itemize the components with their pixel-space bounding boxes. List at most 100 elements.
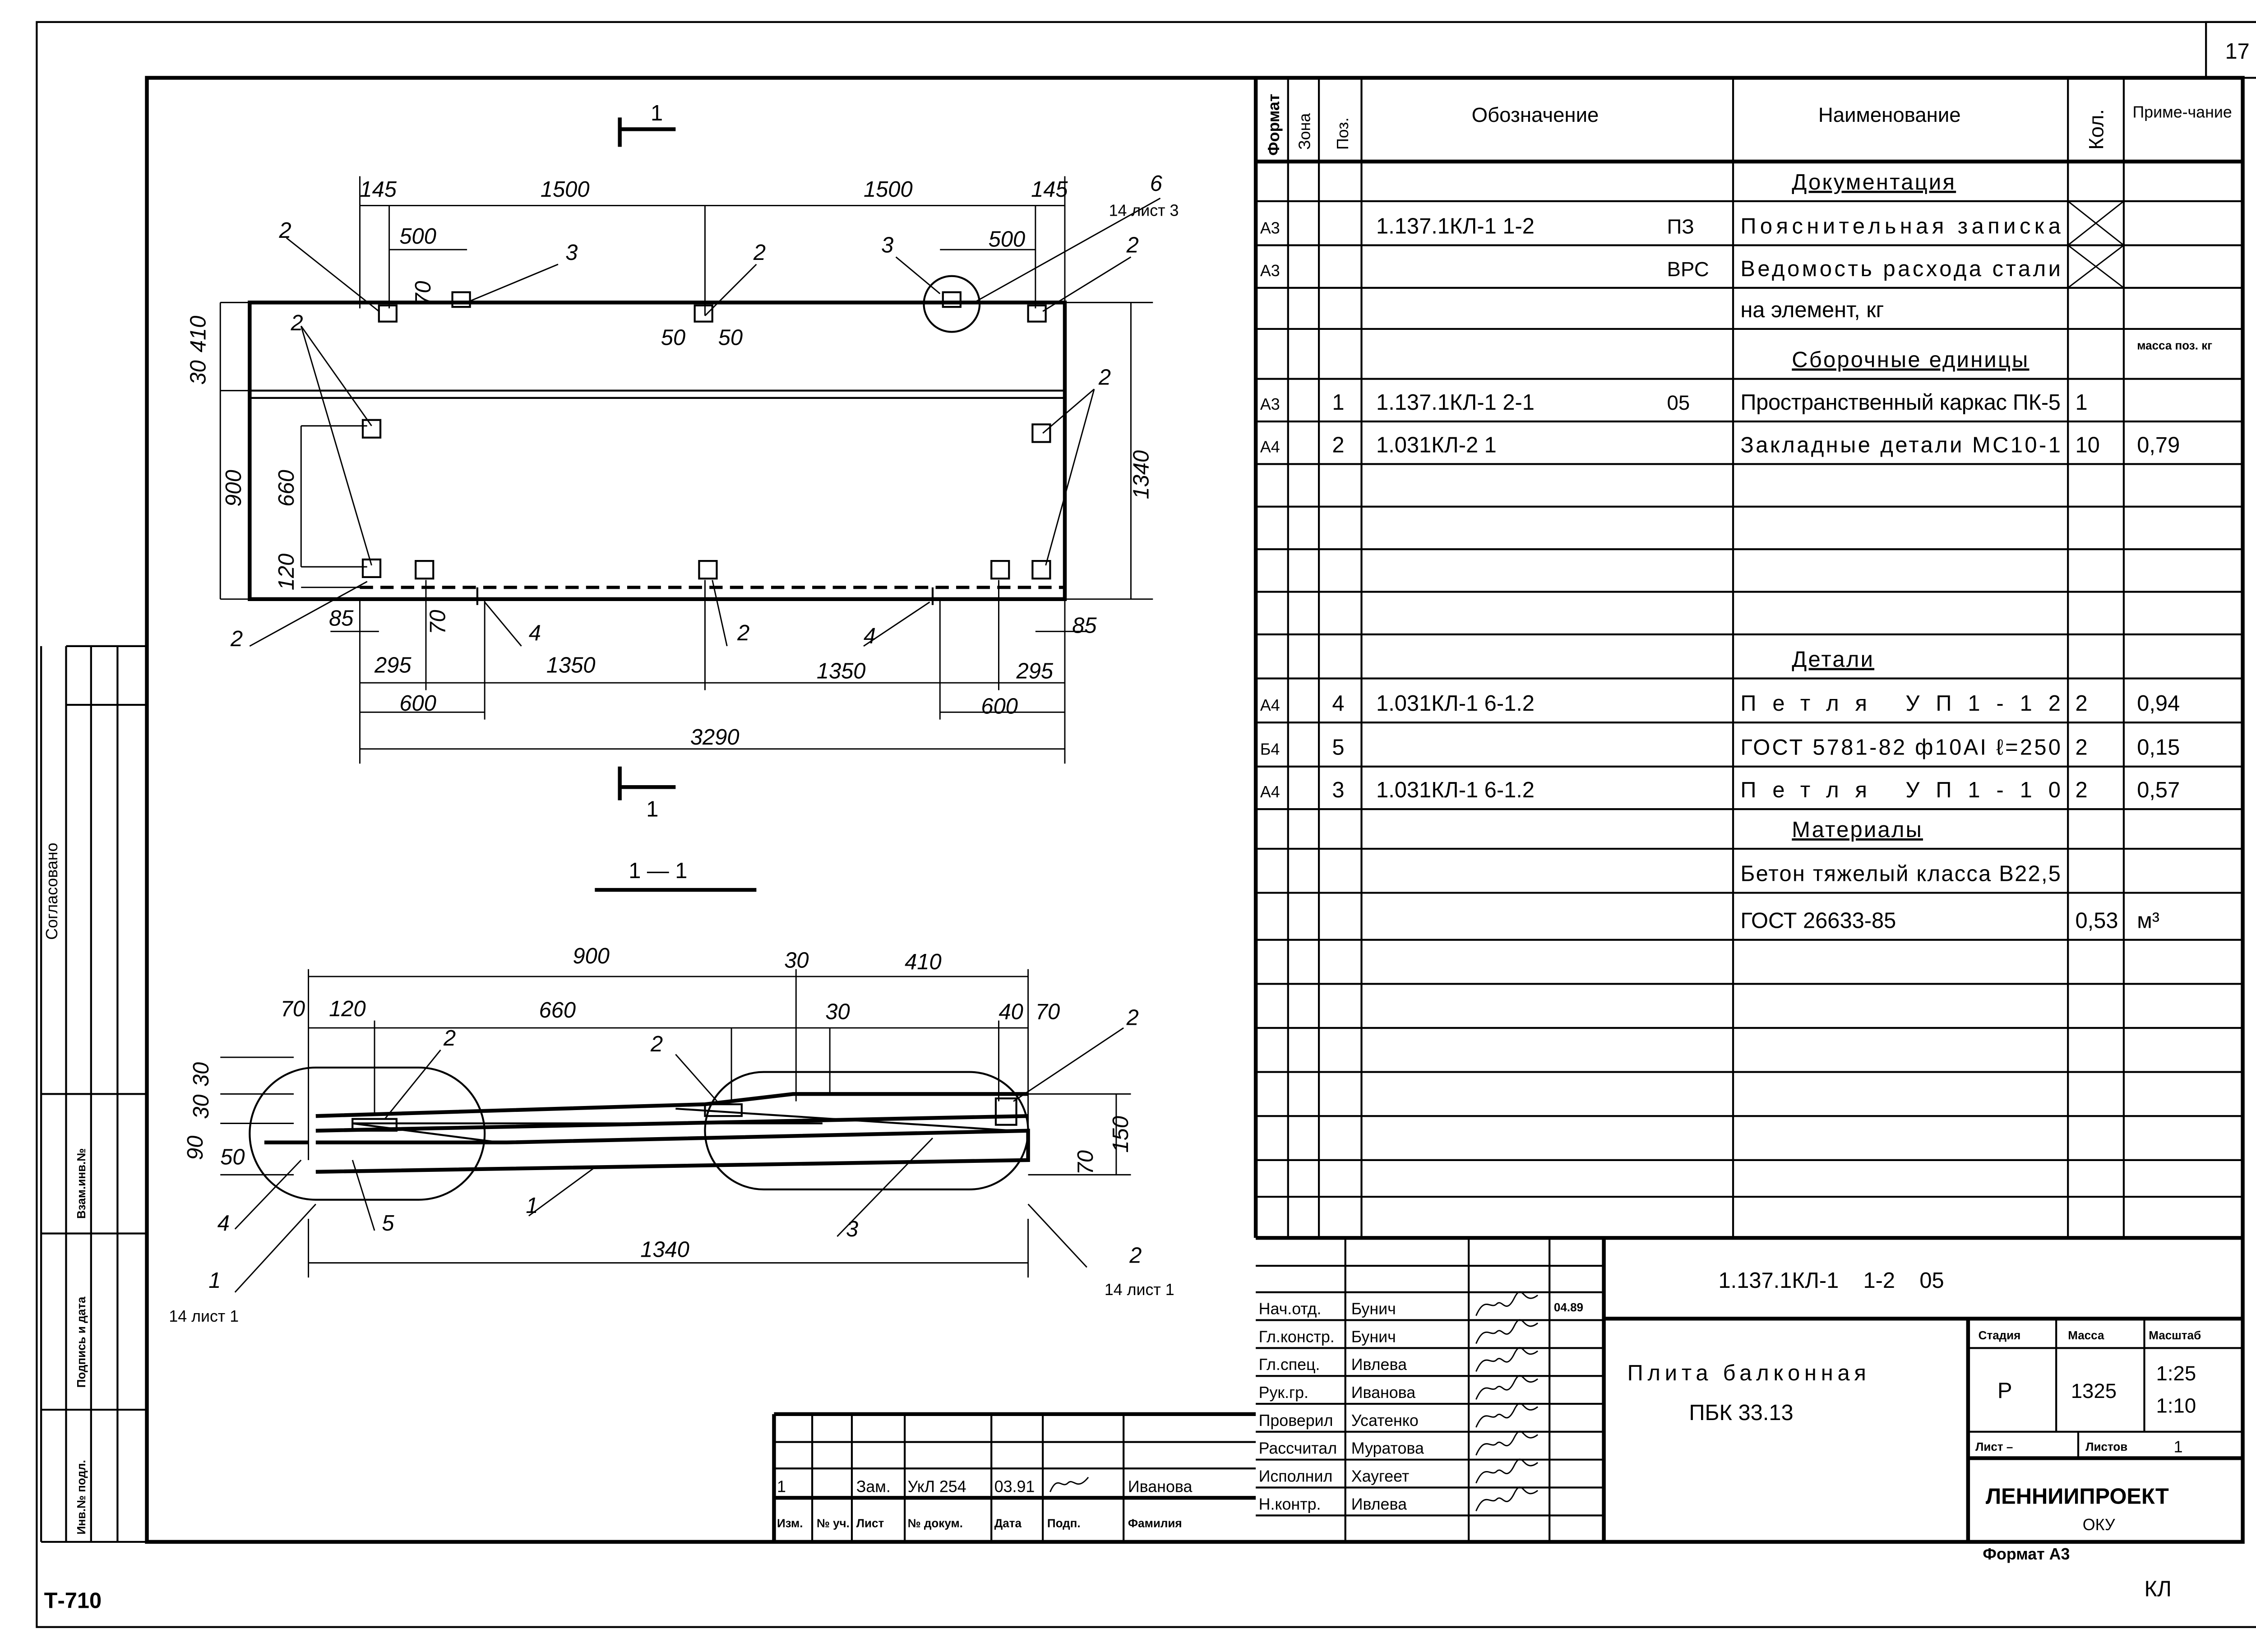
cell-note: м³ xyxy=(2137,909,2159,933)
section-heading: Детали xyxy=(1792,647,1874,671)
cell-designation: 1.137.1КЛ-1 2-1 xyxy=(1376,390,1535,415)
dimension-label: 30 xyxy=(784,949,809,973)
cell-name: ГОСТ 26633-85 xyxy=(1740,909,1896,933)
change-header: Дата xyxy=(994,1516,1022,1530)
dimension-label: 600 xyxy=(399,691,436,716)
dimension-label: 30 xyxy=(186,360,211,384)
agreed-label: Согласовано xyxy=(43,842,61,939)
role-label: Рассчитал xyxy=(1259,1439,1337,1458)
plan-dimension-labels: 145 1500 1500 145 500 500 70 50 50 30 41… xyxy=(186,177,1154,750)
dimension-label: 1500 xyxy=(541,177,590,202)
dimension-label: 40 xyxy=(999,1000,1023,1024)
dimension-label: 2 xyxy=(230,627,243,651)
cell-name: Петля УП1-12 xyxy=(1740,691,2061,716)
cell-designation: 1.031КЛ-1 6-1.2 xyxy=(1376,778,1535,802)
dimension-label: 660 xyxy=(539,998,576,1023)
orig-inv-label: Инв.№ подл. xyxy=(74,1460,88,1534)
replace-inv-label: Взам.инв.№ xyxy=(74,1148,88,1219)
cell-format: А3 xyxy=(1260,262,1280,280)
spec-row: на элемент, кг xyxy=(1256,298,2243,330)
person-name: Хаугеет xyxy=(1351,1467,1410,1485)
handwritten-signature-icon xyxy=(1475,1347,1539,1372)
handwritten-signature-icon xyxy=(1475,1374,1539,1400)
spec-row: Документация xyxy=(1256,170,2243,202)
role-label: Гл.спец. xyxy=(1259,1356,1320,1374)
dimension-label: 30 xyxy=(189,1062,213,1087)
dimension-label: 14 лист 1 xyxy=(1105,1281,1174,1299)
spec-row: Материалы xyxy=(1256,818,2243,850)
cell-note: 0,79 xyxy=(2137,433,2180,457)
sheets-label: Листов xyxy=(2085,1440,2127,1453)
title-block: 1.137.1КЛ-1 1-2 05 Плита балконная ПБК 3… xyxy=(772,1236,2243,1542)
person-name: Ивлева xyxy=(1351,1356,1407,1374)
change-cell: Зам. xyxy=(856,1477,891,1495)
format-label: Формат А3 xyxy=(1983,1545,2070,1563)
dimension-label: 5 xyxy=(382,1211,394,1236)
signature-date-label: Подпись и дата xyxy=(74,1296,88,1388)
section-heading: Документация xyxy=(1792,170,1956,194)
scale-value-2: 1:10 xyxy=(2156,1394,2196,1417)
person-name: Ивлева xyxy=(1351,1495,1407,1513)
cell-note: масса поз. кг xyxy=(2137,339,2212,352)
dimension-label: 4 xyxy=(217,1211,230,1236)
handwritten-signature-icon xyxy=(1475,1486,1539,1512)
cell-designation-suffix: ВРС xyxy=(1667,258,1709,281)
dimension-label: 6 xyxy=(1150,171,1163,196)
handwritten-signature-icon xyxy=(1475,1458,1539,1484)
dimension-label: 2 xyxy=(291,311,303,335)
cell-name: Пояснительная записка xyxy=(1740,214,2061,238)
dimension-label: 2 xyxy=(650,1032,663,1056)
handwritten-signature-icon xyxy=(1475,1430,1539,1456)
sheets-count: 1 xyxy=(2174,1438,2183,1456)
header-designation: Обозначение xyxy=(1472,103,1599,126)
dimension-label: 2 xyxy=(1126,1005,1139,1030)
mass-value: 1325 xyxy=(2071,1379,2117,1402)
signature-row: Нач.отд. Бунич xyxy=(1256,1291,1604,1321)
section-title: 1 — 1 xyxy=(629,859,687,883)
dimension-label: 900 xyxy=(573,944,610,968)
handwritten-signature-icon xyxy=(1475,1291,1539,1316)
left-approval-stamp: Согласовано Взам.инв.№ Подпись и дата Ин… xyxy=(40,645,147,1543)
person-name: Бунич xyxy=(1351,1328,1396,1346)
person-name: Бунич xyxy=(1351,1300,1396,1318)
dimension-label: 150 xyxy=(1109,1116,1133,1152)
cell-name: ГОСТ 5781-82 ф10АI ℓ=250 xyxy=(1740,736,2061,760)
dimension-label: 2 xyxy=(278,218,291,243)
section-mark-top: 1 xyxy=(651,101,663,125)
signature-row: Гл.констр.Бунич xyxy=(1256,1319,1604,1349)
cell-qty: 10 xyxy=(2075,433,2099,457)
role-label: Нач.отд. xyxy=(1259,1300,1322,1318)
dimension-label: 70 xyxy=(281,997,305,1021)
dimension-label: 70 xyxy=(1036,1000,1060,1024)
dimension-label: 1350 xyxy=(546,653,596,677)
specification-table: Формат Зона Поз. Обозначение Наименовани… xyxy=(1253,78,2243,1239)
outer-border xyxy=(36,21,2256,1628)
dimension-label: 14 лист 1 xyxy=(169,1307,239,1325)
dimension-label: 4 xyxy=(864,624,876,648)
dimension-label: 85 xyxy=(1072,614,1097,638)
cell-format: А3 xyxy=(1260,219,1280,237)
signature-row: Н.контр.Ивлева xyxy=(1256,1486,1604,1517)
dimension-label: 3 xyxy=(881,233,893,258)
cell-format: А4 xyxy=(1260,696,1280,714)
person-name: Усатенко xyxy=(1351,1411,1419,1430)
dimension-label: 70 xyxy=(1073,1150,1098,1175)
cell-format: А4 xyxy=(1260,438,1280,456)
dimension-label: 2 xyxy=(753,241,766,265)
dimension-label: 600 xyxy=(981,694,1017,719)
dimension-label: 120 xyxy=(329,997,365,1021)
sheet-number-box xyxy=(2205,21,2256,79)
change-cell: 1 xyxy=(777,1477,786,1495)
cell-designation-suffix: 05 xyxy=(1667,391,1690,414)
cell-format: А3 xyxy=(1260,395,1280,413)
corner-mark: КЛ xyxy=(2144,1577,2171,1601)
dimension-label: 4 xyxy=(529,621,541,645)
change-cell: Иванова xyxy=(1128,1477,1193,1495)
signature-row: Рук.гр.Иванова xyxy=(1256,1374,1604,1405)
dimension-label: 1500 xyxy=(864,177,913,202)
dimension-label: 30 xyxy=(189,1094,213,1119)
